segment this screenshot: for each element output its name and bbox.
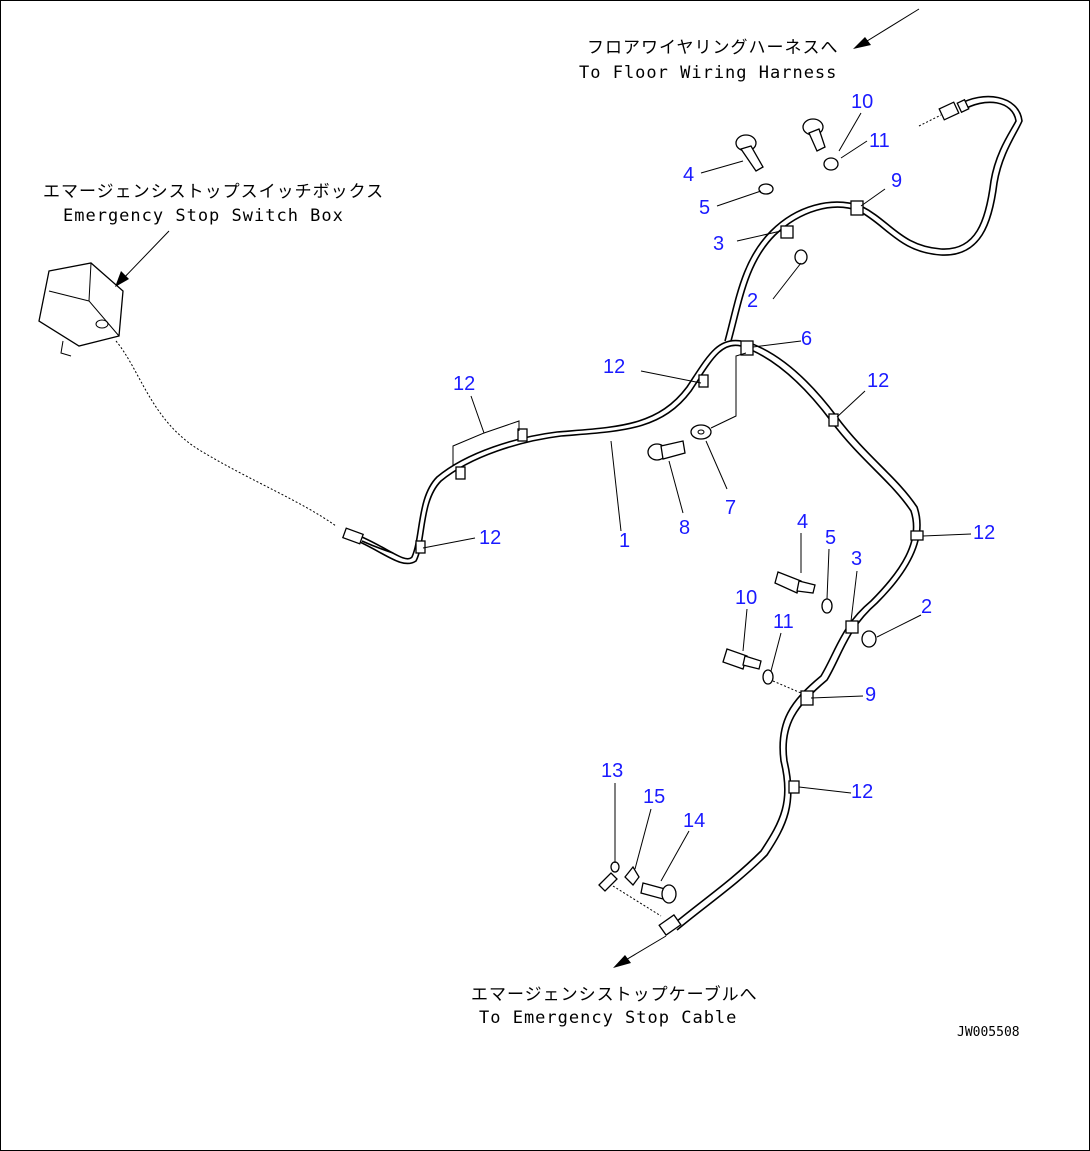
callout-10: 10 <box>735 587 757 609</box>
callout-9: 9 <box>891 170 902 192</box>
annotations: フロアワイヤリングハーネスへ To Floor Wiring Harness エ… <box>43 38 1020 1040</box>
callout-12: 12 <box>603 356 625 378</box>
callout-5: 5 <box>699 197 710 219</box>
callout-13: 13 <box>601 760 623 782</box>
callout-15: 15 <box>643 786 665 808</box>
harness-clips <box>415 200 924 794</box>
callout-11: 11 <box>869 130 890 152</box>
switch-box-note-jp: エマージェンシストップスイッチボックス <box>43 182 384 202</box>
callout-5: 5 <box>825 527 836 549</box>
callout-14: 14 <box>683 810 705 832</box>
callout-12: 12 <box>453 373 475 395</box>
callout-11: 11 <box>773 611 794 633</box>
hardware-lower <box>722 571 877 694</box>
callout-3: 3 <box>851 548 862 570</box>
callout-12: 12 <box>479 527 501 549</box>
hardware-top <box>735 118 839 265</box>
callout-12: 12 <box>973 522 995 544</box>
callout-7: 7 <box>725 497 736 519</box>
callout-2: 2 <box>747 290 758 312</box>
floor-harness-note-jp: フロアワイヤリングハーネスへ <box>587 38 839 58</box>
wiring-harness <box>341 95 1023 936</box>
callout-9: 9 <box>865 684 876 706</box>
hardware-bottom <box>598 861 677 917</box>
callout-4: 4 <box>797 511 808 533</box>
callout-2: 2 <box>921 596 932 618</box>
leader-lines <box>115 8 972 968</box>
emergency-stop-switch-box <box>38 262 337 527</box>
callouts: 10 11 4 9 5 3 2 6 12 12 12 12 12 7 8 1 4… <box>453 91 995 832</box>
switch-box-note-en: Emergency Stop Switch Box <box>63 206 344 226</box>
callout-10: 10 <box>851 91 873 113</box>
hardware-middle <box>647 352 747 461</box>
callout-3: 3 <box>713 233 724 255</box>
callout-1: 1 <box>619 530 630 552</box>
callout-12: 12 <box>867 370 889 392</box>
callout-8: 8 <box>679 517 690 539</box>
callout-4: 4 <box>683 164 694 186</box>
callout-12: 12 <box>851 781 873 803</box>
stop-cable-note-jp: エマージェンシストップケーブルへ <box>471 984 758 1005</box>
callout-6: 6 <box>801 328 812 350</box>
floor-harness-note-en: To Floor Wiring Harness <box>579 63 837 83</box>
stop-cable-note-en: To Emergency Stop Cable <box>479 1008 737 1028</box>
figure-id: JW005508 <box>957 1025 1020 1040</box>
